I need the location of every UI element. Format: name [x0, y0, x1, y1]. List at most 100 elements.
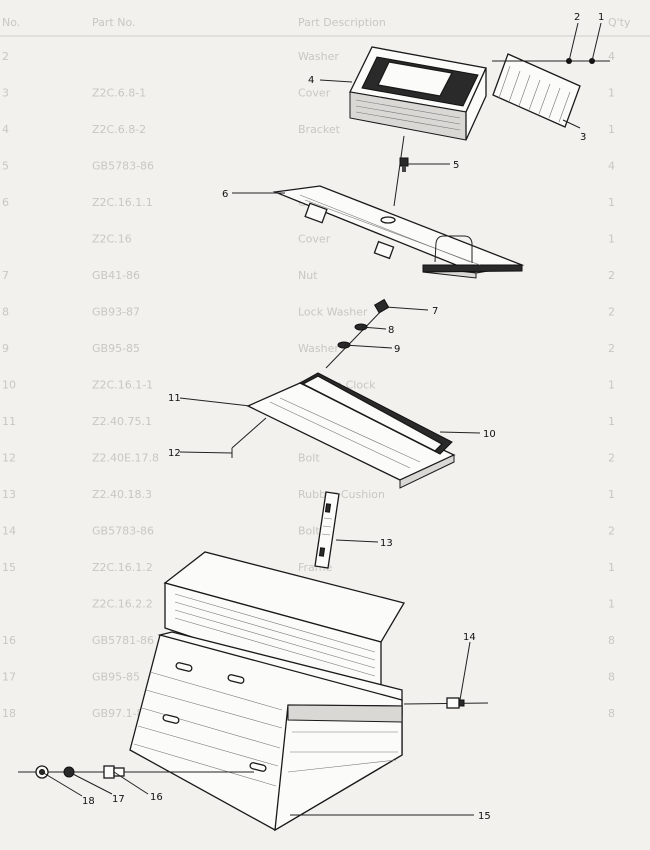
ghost-cell: GB97.1-85: [92, 707, 151, 720]
ghost-cell: Z2.40.18.3: [92, 488, 152, 501]
ghost-cell: 10: [2, 379, 16, 392]
callout-15: 15: [478, 811, 491, 822]
part-4-bracket: [349, 46, 487, 141]
ghost-cell: 14: [2, 525, 16, 538]
ghost-cell: Cover: [298, 87, 331, 100]
ghost-cell: 13: [2, 488, 16, 501]
ghost-cell: 9: [2, 342, 9, 355]
ghost-cell: 1: [608, 379, 615, 392]
callout-14: 14: [463, 632, 476, 643]
ghost-cell: 1: [608, 561, 615, 574]
ghost-cell: Washer: [298, 50, 339, 63]
callout-9: 9: [394, 344, 400, 355]
part-12-bolt: [231, 417, 267, 458]
callout-18: 18: [82, 796, 95, 807]
part-5-bolt: [393, 135, 409, 207]
ghost-cell: 8: [608, 634, 615, 647]
ghost-cell: Washer: [298, 342, 339, 355]
ghost-cell: 11: [2, 415, 16, 428]
ghost-cell: 12: [2, 452, 16, 465]
ghost-cell: 3: [2, 87, 9, 100]
part-14-bolt: [403, 697, 489, 709]
callout-13: 13: [380, 538, 393, 549]
ghost-cell: 1: [608, 598, 615, 611]
part-11-cushion-tray: [246, 382, 456, 489]
ghost-cell: 8: [608, 671, 615, 684]
ghost-cell: 4: [2, 123, 9, 136]
callout-4: 4: [308, 75, 314, 86]
ghost-cell: GB93-87: [92, 306, 140, 319]
ghost-cell: GB5783-86: [92, 525, 154, 538]
ghost-cell: 8: [608, 707, 615, 720]
callout-7: 7: [432, 306, 438, 317]
part-13-rubber-cushion: [314, 491, 340, 569]
ghost-cell: 2: [2, 50, 9, 63]
ghost-cell: 2: [608, 525, 615, 538]
callout-labels: 1 2 3 4 5 6 7 8 9 10 11 12 13 14 15 16 1…: [82, 12, 604, 822]
callout-11: 11: [168, 393, 181, 404]
ghost-cell: Z2C.16.1-1: [92, 379, 153, 392]
ghost-cell: 2: [608, 452, 615, 465]
ghost-cell: 2: [608, 342, 615, 355]
ghost-cell: Z2C.6.8-1: [92, 87, 146, 100]
ghost-header-partno: Part No.: [92, 16, 135, 29]
parts-16-17-18-bolt-washers: [18, 765, 254, 779]
ghost-cell: Nut: [298, 269, 318, 282]
part-6-top-cover: [272, 185, 525, 279]
callout-16: 16: [150, 792, 163, 803]
ghost-cell: Bolt: [298, 452, 320, 465]
callout-2: 2: [574, 12, 580, 23]
ghost-cell: 18: [2, 707, 16, 720]
ghost-cell: 7: [2, 269, 9, 282]
ghost-cell: GB41-86: [92, 269, 140, 282]
ghost-header-qty: Q'ty: [608, 16, 631, 29]
part-15-battery-box-frame: [129, 551, 405, 832]
ghost-cell: Cover: [298, 233, 331, 246]
ghost-cell: Z2C.6.8-2: [92, 123, 146, 136]
ghost-cell: Z2C.16.1.2: [92, 561, 153, 574]
ghost-cell: GB95-85: [92, 671, 140, 684]
callout-6: 6: [222, 189, 228, 200]
ghost-cell: 15: [2, 561, 16, 574]
callout-12: 12: [168, 448, 181, 459]
ghost-cell: GB5783-86: [92, 160, 154, 173]
ghost-cell: GB5781-86: [92, 634, 154, 647]
ghost-cell: Bolt: [298, 525, 320, 538]
callout-leaders: [41, 22, 602, 816]
ghost-cell: 16: [2, 634, 16, 647]
ghost-cell: 1: [608, 196, 615, 209]
ghost-cell: Lock Washer: [298, 306, 368, 319]
callout-5: 5: [453, 160, 459, 171]
ghost-header-no: No.: [2, 16, 20, 29]
ghost-header-desc: Part Description: [298, 16, 386, 29]
ghost-cell: 1: [608, 415, 615, 428]
ghost-cell: Z2C.16.2.2: [92, 598, 153, 611]
callout-8: 8: [388, 325, 394, 336]
callout-17: 17: [112, 794, 125, 805]
ghost-cell: GB95-85: [92, 342, 140, 355]
ghost-cell: 8: [2, 306, 9, 319]
part-10-cushion-clock: [298, 372, 453, 455]
ghost-cell: 1: [608, 488, 615, 501]
part-3-cover: [492, 53, 581, 128]
ghost-cell: 1: [608, 233, 615, 246]
ghost-cell: 1: [608, 123, 615, 136]
ghost-cell: Bracket: [298, 123, 341, 136]
ghost-cell: 5: [2, 160, 9, 173]
callout-1: 1: [598, 12, 604, 23]
ghost-cell: Rubber Cushion: [298, 488, 385, 501]
ghost-cell: 17: [2, 671, 16, 684]
ghost-cell: 2: [608, 306, 615, 319]
callout-3: 3: [580, 132, 586, 143]
ghost-cell: 4: [608, 50, 615, 63]
ghost-cell: Z2.40.75.1: [92, 415, 152, 428]
ghost-cell: 2: [608, 269, 615, 282]
ghost-cell: Z2C.16.1.1: [92, 196, 153, 209]
callout-10: 10: [483, 429, 496, 440]
ghost-cell: Z2.40E.17.8: [92, 452, 159, 465]
ghost-cell: 6: [2, 196, 9, 209]
ghost-cell: 4: [608, 160, 615, 173]
ghost-cell: 1: [608, 87, 615, 100]
